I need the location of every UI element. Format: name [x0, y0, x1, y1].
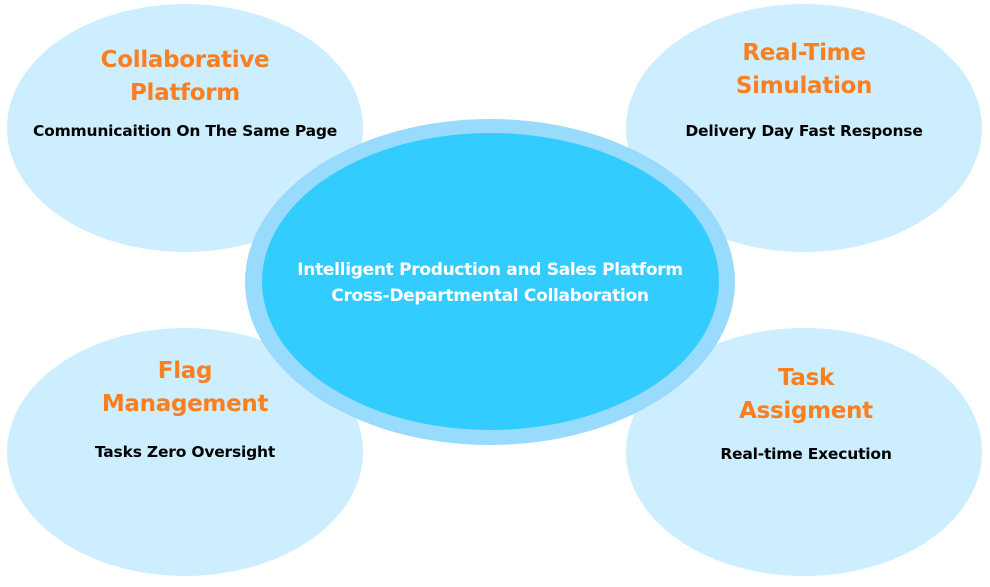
node-title-line2: Platform	[130, 80, 240, 106]
center-hub	[262, 133, 719, 430]
node-title-line2: Management	[101, 391, 269, 417]
node-title: Collaborative Platform	[33, 44, 337, 110]
node-title-line1: Flag	[157, 358, 213, 384]
node-subtitle: Real-time Execution	[720, 445, 892, 463]
center-hub-line1: Intelligent Production and Sales Platfor…	[297, 260, 683, 280]
node-title: Real-Time Simulation	[685, 37, 922, 103]
center-hub-line2: Cross-Departmental Collaboration	[331, 286, 649, 306]
node-title-line1: Real-Time	[742, 40, 866, 66]
center-hub-text: Intelligent Production and Sales Platfor…	[297, 257, 683, 309]
node-title-line2: Assigment	[739, 398, 873, 424]
node-text-bottom-left: Flag Management Tasks Zero Oversight	[95, 355, 275, 462]
node-title-line1: Task	[777, 365, 835, 391]
node-text-top-left: Collaborative Platform Communicaition On…	[33, 44, 337, 141]
node-subtitle: Tasks Zero Oversight	[94, 443, 276, 461]
node-text-top-right: Real-Time Simulation Delivery Day Fast R…	[685, 37, 922, 141]
node-title-line2: Simulation	[735, 73, 873, 99]
node-subtitle: Delivery Day Fast Response	[685, 122, 923, 140]
node-subtitle: Communicaition On The Same Page	[32, 122, 338, 140]
node-title: Flag Management	[95, 355, 275, 421]
node-title: Task Assigment	[720, 362, 891, 428]
node-text-bottom-right: Task Assigment Real-time Execution	[720, 362, 892, 464]
node-title-line1: Collaborative	[100, 47, 270, 73]
